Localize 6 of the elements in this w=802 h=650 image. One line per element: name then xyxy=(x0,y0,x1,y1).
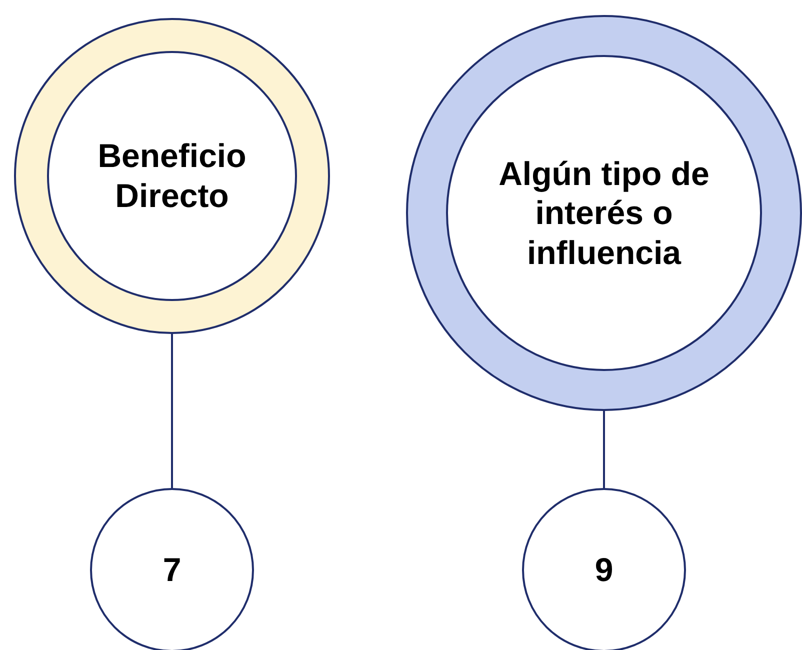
circle-label: 9 xyxy=(594,550,614,590)
circle-label: 7 xyxy=(162,550,182,590)
circle-label: Beneficio Directo xyxy=(96,136,248,216)
connector-line xyxy=(603,411,605,488)
connector-line xyxy=(171,334,173,488)
circle-label: Algún tipo de interés o influencia xyxy=(498,154,710,272)
